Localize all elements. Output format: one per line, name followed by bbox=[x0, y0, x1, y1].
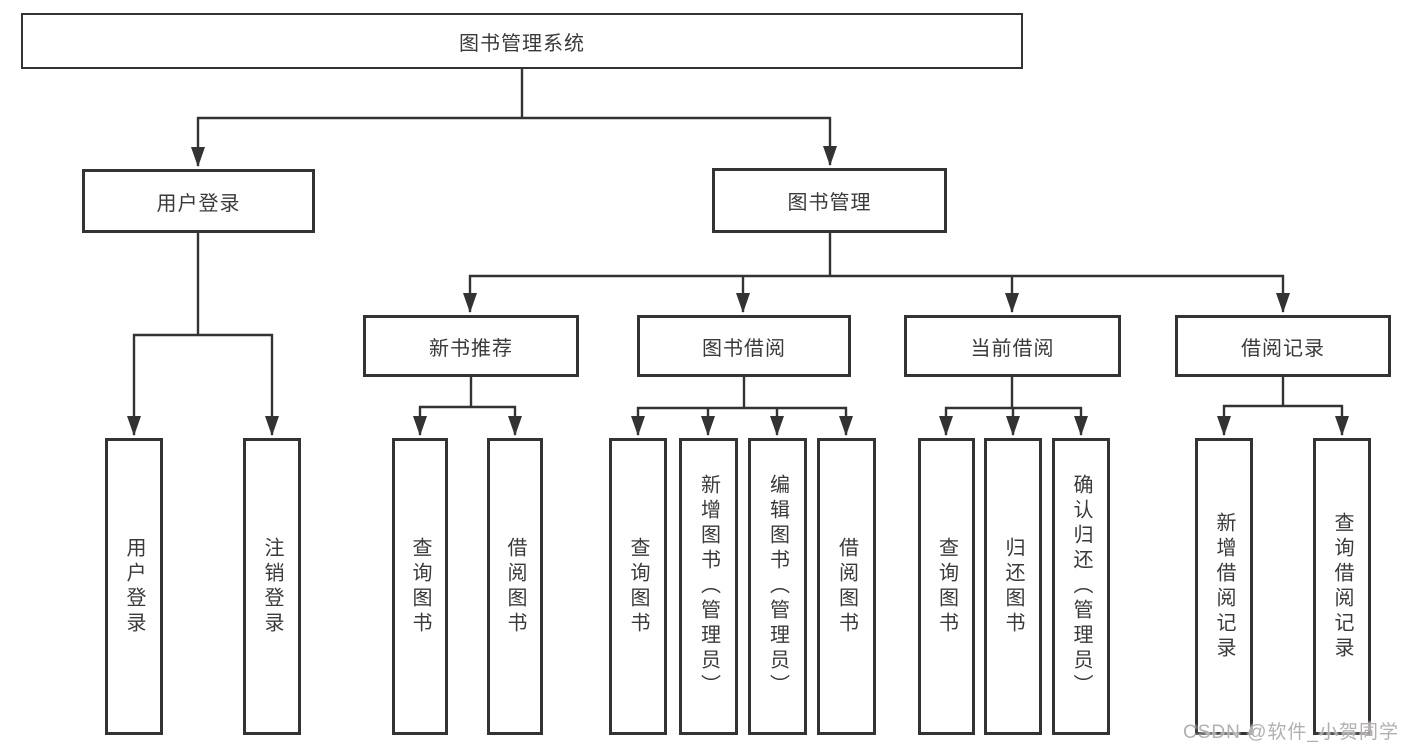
node-leaf-logout: 注销登录 bbox=[243, 438, 301, 735]
node-leaf-add-borrow-record: 新增借阅记录 bbox=[1195, 438, 1253, 735]
connector-group bbox=[127, 69, 1349, 436]
node-book-management: 图书管理 bbox=[712, 168, 947, 233]
node-leaf-confirm-return-admin: 确认归还（管理员） bbox=[1052, 438, 1110, 735]
csdn-watermark: CSDN @软件_小贺同学 bbox=[1183, 722, 1399, 743]
node-leaf-query-books-rec: 查询图书 bbox=[392, 438, 448, 735]
node-leaf-borrow-books-rec: 借阅图书 bbox=[487, 438, 543, 735]
node-leaf-add-books-admin: 新增图书（管理员） bbox=[679, 438, 738, 735]
node-leaf-edit-books-admin: 编辑图书（管理员） bbox=[748, 438, 807, 735]
node-borrowing-records: 借阅记录 bbox=[1175, 315, 1391, 377]
node-user-login: 用户登录 bbox=[82, 169, 315, 233]
node-leaf-query-borrow-record: 查询借阅记录 bbox=[1313, 438, 1371, 735]
node-leaf-return-books: 归还图书 bbox=[984, 438, 1042, 735]
node-library-management-system: 图书管理系统 bbox=[21, 13, 1023, 69]
node-new-book-recommendation: 新书推荐 bbox=[363, 315, 579, 377]
node-leaf-query-books-cb: 查询图书 bbox=[918, 438, 975, 735]
node-current-borrowing: 当前借阅 bbox=[904, 315, 1121, 377]
node-leaf-borrow-books-bb: 借阅图书 bbox=[817, 438, 876, 735]
node-leaf-query-books-bb: 查询图书 bbox=[609, 438, 667, 735]
node-leaf-user-login: 用户登录 bbox=[105, 438, 163, 735]
node-book-borrowing: 图书借阅 bbox=[637, 315, 851, 377]
